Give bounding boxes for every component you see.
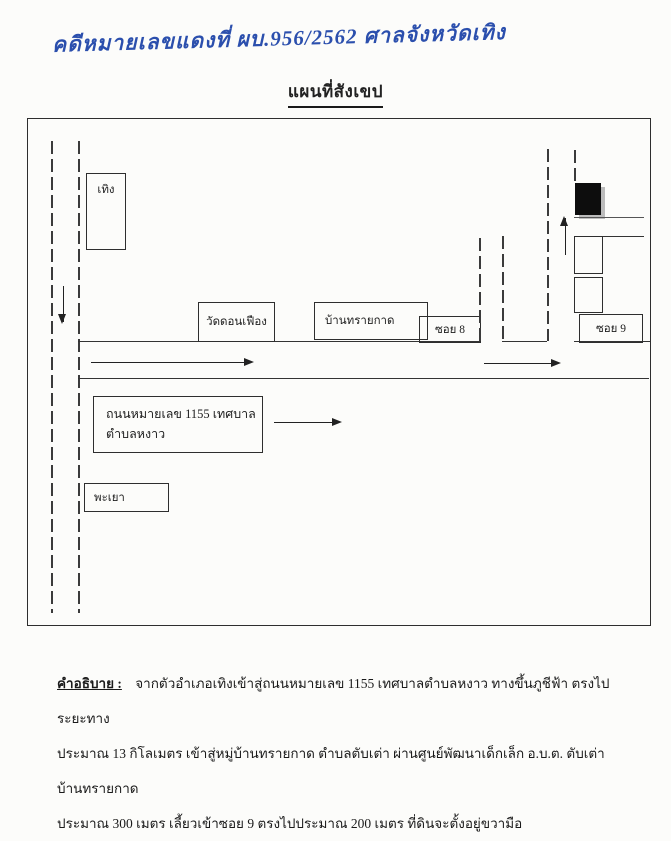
arrow-down-icon — [58, 286, 67, 324]
plot-boundary-line-upper — [574, 217, 644, 218]
phayao-box-label: พะเยา — [94, 491, 125, 504]
district-box-label: เทิง — [97, 184, 115, 196]
plot-box-lower — [574, 277, 603, 313]
soi9-road-left-line — [547, 149, 549, 341]
arrow-right-icon-1 — [91, 357, 254, 366]
temple-box: วัดดอนเฟือง — [198, 302, 275, 342]
page-title-text: แผนที่สังเขป — [287, 78, 384, 108]
highway-box: ถนนหมายเลข 1155 เทศบาล ตำบลหงาว — [93, 396, 263, 453]
description-line-1-text: จากตัวอำเภอเทิงเข้าสู่ถนนหมายเลข 1155 เท… — [57, 676, 610, 726]
arrow-right-icon-3 — [274, 417, 342, 426]
highway-box-line1: ถนนหมายเลข 1155 เทศบาล — [106, 407, 256, 421]
land-plot-marker — [575, 183, 601, 215]
main-road-top-segment-1 — [78, 341, 480, 342]
soi9-box: ซอย 9 — [579, 314, 643, 343]
soi9-box-label: ซอย 9 — [595, 322, 627, 335]
soi8-box: ซอย 8 — [419, 316, 481, 343]
plot-boundary-line-lower — [574, 236, 644, 237]
description-heading: คำอธิบาย : — [57, 676, 122, 691]
plot-box-upper — [574, 236, 603, 274]
village-box-label: บ้านทรายกาด — [325, 315, 395, 327]
handwritten-case-number: คดีหมายเลขแดงที่ ผบ.956/2562 ศาลจังหวัดเ… — [51, 20, 507, 57]
description-line-3: ประมาณ 300 เมตร เลี้ยวเข้าซอย 9 ตรงไปประ… — [57, 816, 523, 831]
soi8-box-label: ซอย 8 — [434, 323, 466, 336]
phayao-box: พะเยา — [84, 483, 169, 512]
road-left-line-outer — [51, 141, 53, 613]
road-left-line-inner — [78, 141, 80, 613]
description-block: คำอธิบาย : จากตัวอำเภอเทิงเข้าสู่ถนนหมาย… — [57, 666, 622, 841]
description-line-1: คำอธิบาย : จากตัวอำเภอเทิงเข้าสู่ถนนหมาย… — [57, 666, 622, 736]
temple-box-label: วัดดอนเฟือง — [206, 316, 267, 328]
arrow-up-icon — [560, 216, 569, 255]
soi8-road-left-line — [479, 238, 481, 341]
page-title: แผนที่สังเขป — [0, 78, 671, 108]
sketch-map: เทิง วัดดอนเฟือง บ้านทรายกาด ซอย 8 ซอย 9… — [27, 118, 651, 626]
soi9-road-right-line — [574, 150, 576, 183]
highway-box-line2: ตำบลหงาว — [106, 427, 166, 441]
soi8-road-right-line — [502, 236, 504, 341]
village-box: บ้านทรายกาด — [314, 302, 428, 340]
main-road-top-segment-2 — [502, 341, 547, 342]
main-road-top-segment-3 — [574, 341, 650, 342]
main-road-bottom-edge — [78, 378, 649, 379]
arrow-right-icon-2 — [484, 358, 561, 367]
district-box-thoeng: เทิง — [86, 173, 126, 250]
description-line-2: ประมาณ 13 กิโลเมตร เข้าสู่หมู่บ้านทรายกา… — [57, 746, 605, 796]
